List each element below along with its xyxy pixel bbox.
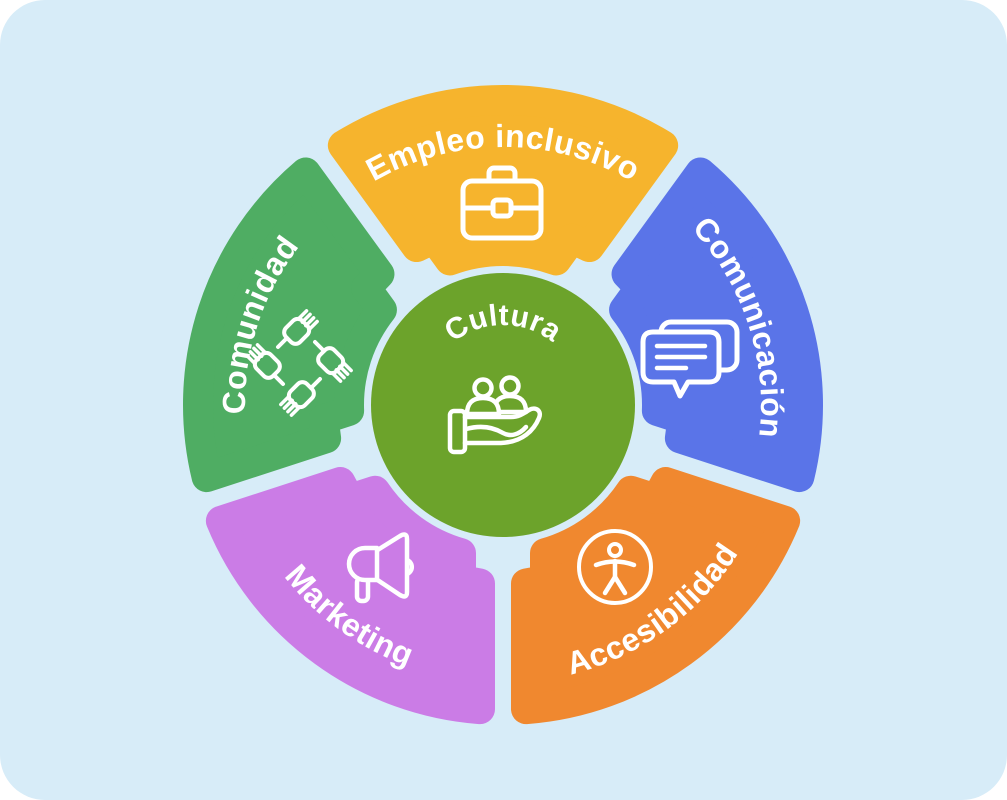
segment-marketing-shape [205,467,495,725]
segment-marketing: Marketing [205,467,495,725]
segment-comunicacion: Comunicación [609,157,823,493]
joined-hands-icon [245,309,353,417]
people-on-hand-icon [447,375,542,455]
megaphone-icon [346,532,415,604]
center-hub: Cultura [371,273,635,537]
briefcase-icon [460,165,544,241]
segment-comunidad: Comunidad [183,157,397,493]
chat-bubbles-icon [640,319,740,399]
accessibility-icon [577,529,653,605]
segment-empleo-inclusivo: Empleo inclusivo [327,84,679,276]
